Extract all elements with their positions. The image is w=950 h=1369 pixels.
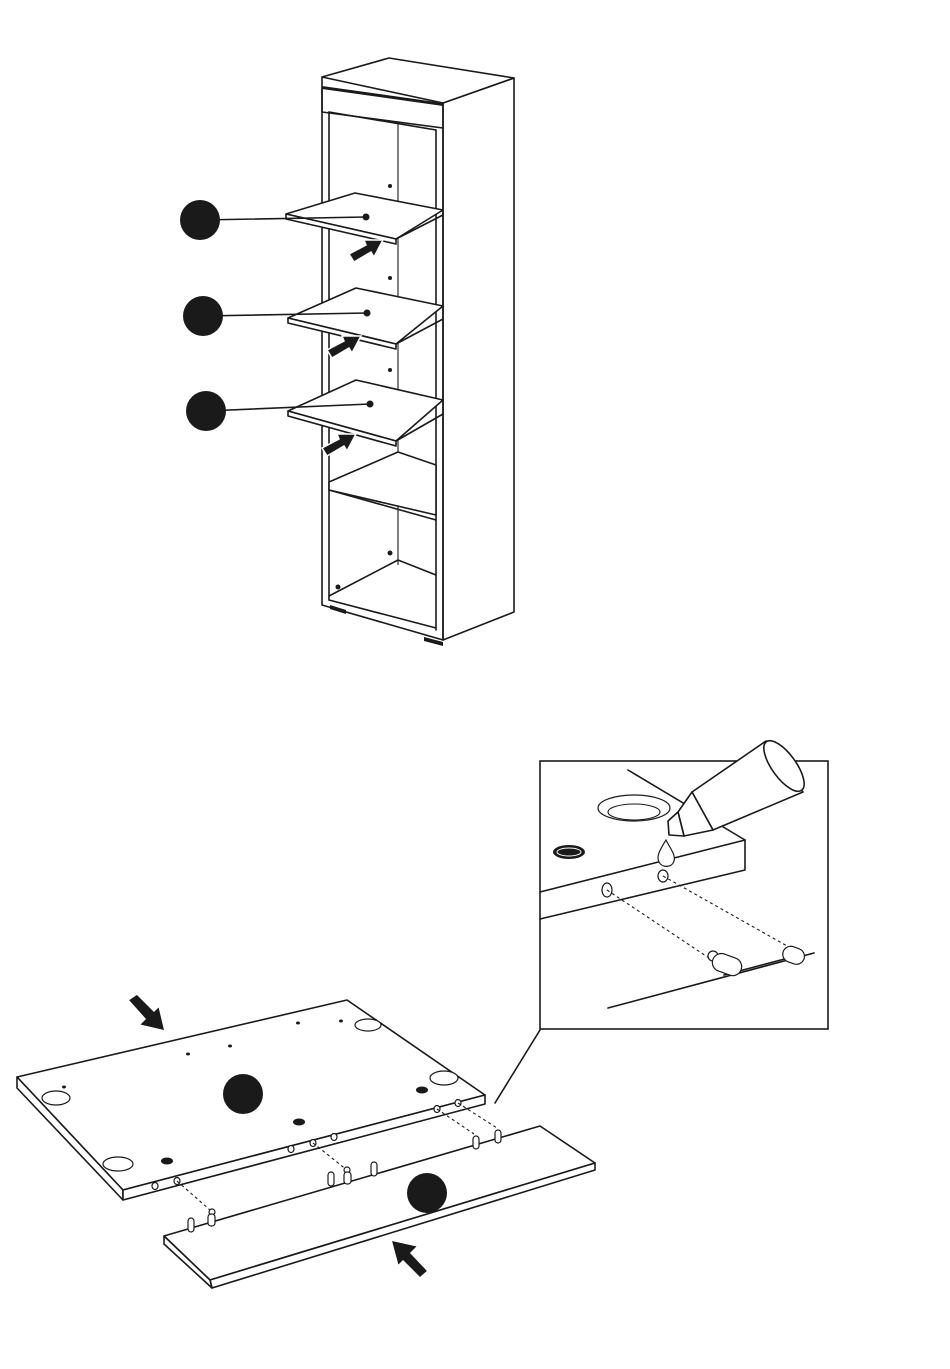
black-arrow-icon [327, 336, 361, 358]
brand-logo-icon [553, 845, 585, 859]
bookcase-illustration [180, 58, 514, 646]
shelf-3 [288, 380, 443, 446]
black-arrow-icon [128, 994, 165, 1031]
shelf-2 [288, 288, 443, 349]
black-arrow-icon [391, 1240, 428, 1278]
bookcase-right-side [443, 78, 514, 640]
bookcase-plinth [330, 605, 346, 614]
bookcase-front-frame [322, 77, 443, 640]
detail-inset [540, 735, 828, 1029]
cam-lock-hole-icon [598, 795, 670, 821]
top-panel-assembly [17, 994, 595, 1288]
part-marker-top-panel [223, 1074, 263, 1114]
black-arrow-icon [349, 240, 383, 262]
black-arrow-icon [322, 434, 356, 456]
part-marker-front-rail [407, 1173, 447, 1213]
